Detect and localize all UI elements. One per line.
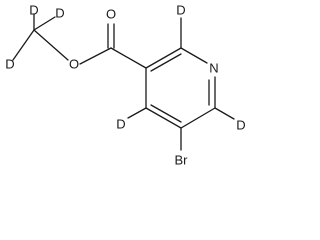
bond-c6-d — [214, 107, 235, 120]
atom-label-ring-nitrogen: N — [209, 61, 218, 76]
atom-label-methyl-d1: D — [29, 3, 38, 18]
bond-oester-ccarbonyl — [79, 47, 112, 65]
atom-label-ring-d2: D — [176, 3, 185, 18]
bond-c3-c2 — [145, 47, 182, 69]
bond-ccarbonyl-c3 — [110, 47, 147, 69]
atom-label-methyl-d2: D — [55, 6, 64, 21]
atom-label-carbonyl-oxygen: O — [106, 7, 116, 22]
atom-label-ester-oxygen: O — [69, 57, 79, 72]
molecule-structure: D D D O O N D D D Br — [5, 3, 245, 168]
bond-c5-c4 — [145, 107, 182, 129]
bond-c6-c5 — [180, 107, 216, 129]
atom-label-ring-d4: D — [116, 117, 125, 132]
bond-layer — [12, 13, 235, 151]
bond-c4-d — [127, 107, 147, 119]
bond-cmethyl-d-left — [12, 29, 35, 61]
bond-c5-c4-inner — [150, 104, 182, 123]
bond-cmethyl-oester — [33, 29, 69, 61]
label-layer: D D D O O N D D D Br — [5, 3, 245, 168]
bond-c2-n1 — [180, 47, 208, 64]
atom-label-methyl-d3: D — [5, 57, 14, 72]
atom-label-ring-d6: D — [236, 118, 245, 133]
atom-label-bromine: Br — [175, 153, 189, 168]
bond-cmethyl-d-right — [33, 16, 56, 31]
bond-c3-c2-inner — [150, 53, 182, 72]
